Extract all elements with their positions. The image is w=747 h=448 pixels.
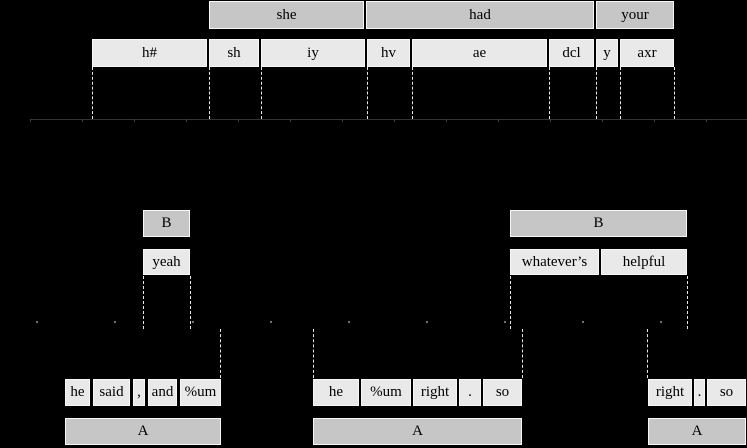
phone-box: hv bbox=[367, 39, 410, 67]
phone-boundary-dash bbox=[549, 67, 550, 119]
word-box: your bbox=[596, 1, 674, 29]
speaker-a-alignment-dash bbox=[220, 329, 221, 378]
speaker-a-word-box: so bbox=[707, 379, 746, 406]
speaker-a-word-box: he bbox=[65, 379, 90, 406]
phone-box: axr bbox=[620, 39, 674, 67]
speaker-b-alignment-dash bbox=[143, 276, 144, 329]
phone-boundary-dash bbox=[367, 67, 368, 119]
speaker-timeline-dotted-line bbox=[36, 321, 698, 323]
phone-boundary-dash bbox=[261, 67, 262, 119]
speaker-a-word-box: right bbox=[648, 379, 692, 406]
speaker-a-word-box: he bbox=[313, 379, 359, 406]
speaker-b-word-box: helpful bbox=[601, 249, 687, 275]
phone-boundary-dash bbox=[209, 67, 210, 119]
word-box: she bbox=[209, 1, 364, 29]
phone-box: ae bbox=[412, 39, 547, 67]
speaker-b-alignment-dash bbox=[687, 276, 688, 329]
speaker-b-turn-box: B bbox=[510, 210, 687, 237]
speaker-a-turn-box: A bbox=[648, 418, 746, 445]
speaker-a-word-box: so bbox=[483, 379, 522, 406]
speaker-a-word-box: . bbox=[694, 379, 705, 406]
speaker-a-word-box: . bbox=[459, 379, 481, 406]
timeline-axis-ticks bbox=[30, 119, 747, 122]
phone-boundary-dash bbox=[92, 67, 93, 119]
phone-boundary-dash bbox=[674, 67, 675, 119]
speaker-a-word-box: and bbox=[148, 379, 177, 406]
speaker-a-alignment-dash bbox=[313, 329, 314, 378]
word-box: had bbox=[366, 1, 594, 29]
speaker-b-word-box: whatever’s bbox=[510, 249, 599, 275]
speaker-b-word-box: yeah bbox=[143, 249, 190, 275]
speaker-b-alignment-dash bbox=[510, 276, 511, 329]
phone-box: iy bbox=[261, 39, 365, 67]
speaker-a-word-box: %um bbox=[361, 379, 411, 406]
phone-box: dcl bbox=[549, 39, 594, 67]
speaker-a-word-box: , bbox=[133, 379, 145, 406]
speaker-a-turn-box: A bbox=[65, 418, 221, 445]
phone-box: h# bbox=[92, 39, 207, 67]
phone-boundary-dash bbox=[620, 67, 621, 119]
speaker-a-word-box: %um bbox=[180, 379, 221, 406]
speaker-b-alignment-dash bbox=[190, 276, 191, 329]
speaker-a-turn-box: A bbox=[313, 418, 522, 445]
speaker-a-word-box: right bbox=[413, 379, 457, 406]
phone-box: y bbox=[596, 39, 618, 67]
speaker-a-alignment-dash bbox=[522, 329, 523, 378]
phone-box: sh bbox=[209, 39, 259, 67]
speaker-a-alignment-dash bbox=[647, 329, 648, 378]
speaker-b-turn-box: B bbox=[143, 210, 190, 237]
phone-boundary-dash bbox=[412, 67, 413, 119]
speaker-a-word-box: said bbox=[93, 379, 130, 406]
phone-boundary-dash bbox=[596, 67, 597, 119]
